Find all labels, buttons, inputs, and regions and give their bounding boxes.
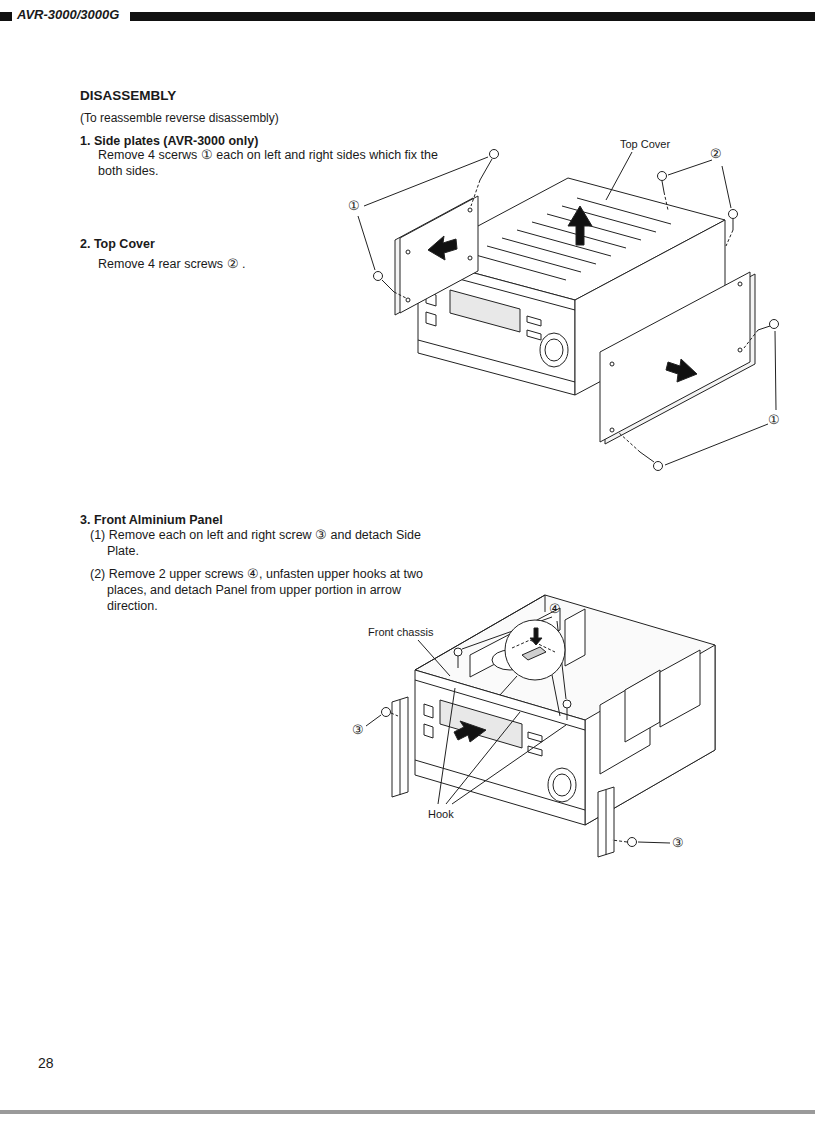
page-heading: DISASSEMBLY [80,88,176,104]
instruction-text: Remove 4 scerws ① each on left and right… [98,147,443,179]
part-label: Front chassis [368,624,433,640]
note-text: (To reassemble reverse disassembly) [80,110,279,126]
callout-number: ③ [352,722,364,738]
part-label: Top Cover [620,136,670,152]
instruction-text: Remove 4 rear screws ② . [98,256,245,272]
callout-number: ④ [549,601,561,617]
callout-number: ① [348,198,360,214]
callout-number: ① [768,412,780,428]
section-heading: 2. Top Cover [80,236,155,252]
section-heading: 3. Front Alminium Panel [80,512,223,528]
callout-number: ③ [672,835,684,851]
page-number: 28 [38,1055,54,1071]
model-header: AVR-3000/3000G [14,7,122,23]
part-label: Hook [428,806,454,822]
instruction-text: (1) Remove each on left and right screw … [90,527,438,559]
instruction-text: (2) Remove 2 upper screws ④, unfasten up… [90,566,438,614]
callout-number: ② [710,146,722,162]
section-heading: 1. Side plates (AVR-3000 only) [80,133,258,149]
